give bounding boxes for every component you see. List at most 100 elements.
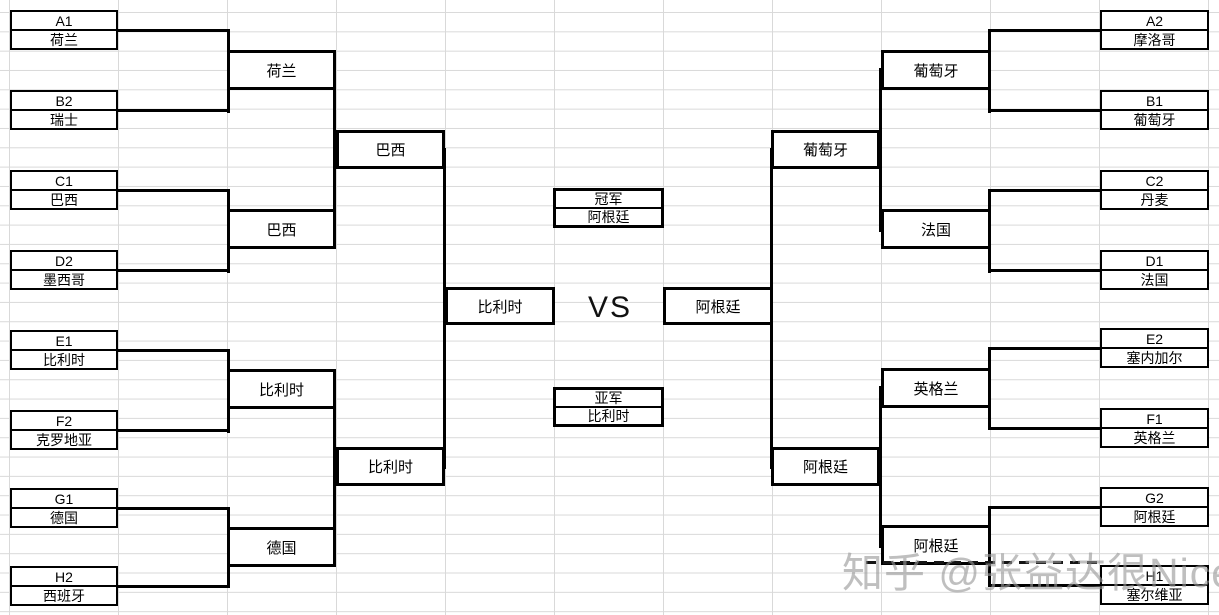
- connector-line: [443, 148, 446, 469]
- qf-right-winner-3-box[interactable]: 英格兰: [881, 368, 991, 408]
- seed-label: F1: [1102, 410, 1207, 429]
- team-name: 丹麦: [1140, 191, 1169, 208]
- team-name: 法国: [920, 221, 951, 239]
- seed-label: E2: [1102, 330, 1207, 349]
- seed-label: D1: [1102, 252, 1207, 271]
- team-name: 巴西: [50, 191, 78, 208]
- r16-right-h1-box[interactable]: H1 塞尔维亚: [1100, 565, 1209, 605]
- team-name: 比利时: [367, 459, 413, 476]
- champion-team: 阿根廷: [587, 209, 630, 225]
- seed-label: H2: [12, 568, 116, 587]
- team-name: 比利时: [477, 298, 523, 316]
- sf-left-winner-2-box[interactable]: 比利时: [336, 447, 445, 486]
- runner-up-label: 亚军: [556, 390, 661, 408]
- connector-line: [988, 427, 1100, 430]
- team-name: 荷兰: [50, 31, 78, 48]
- connector-line: [118, 349, 230, 352]
- watermark-text: 知乎 @张益达很Nice: [842, 550, 1219, 596]
- team-name: 塞尔维亚: [1126, 586, 1183, 603]
- r16-left-a1-box[interactable]: A1 荷兰: [10, 10, 118, 50]
- team-name: 塞内加尔: [1126, 349, 1183, 366]
- connector-line: [118, 429, 230, 432]
- runner-up-box[interactable]: 亚军 比利时: [553, 387, 664, 427]
- qf-right-winner-4-box[interactable]: 阿根廷: [881, 525, 991, 565]
- r16-left-g1-box[interactable]: G1 德国: [10, 488, 118, 528]
- r16-left-c1-box[interactable]: C1 巴西: [10, 170, 118, 210]
- r16-left-d2-box[interactable]: D2 墨西哥: [10, 250, 118, 290]
- connector-line: [988, 29, 1100, 32]
- seed-label: G1: [12, 490, 116, 509]
- connector-line: [988, 189, 1100, 192]
- seed-label: H1: [1102, 567, 1207, 586]
- team-name: 法国: [1140, 271, 1169, 288]
- seed-label: F2: [12, 412, 116, 431]
- qf-left-winner-1-box[interactable]: 荷兰: [227, 50, 336, 90]
- team-name: 英格兰: [913, 380, 959, 398]
- connector-line: [118, 29, 230, 32]
- team-name: 德国: [50, 509, 78, 526]
- team-name: 阿根廷: [695, 298, 741, 316]
- sf-left-winner-1-box[interactable]: 巴西: [336, 130, 445, 169]
- connector-line: [118, 109, 230, 112]
- vs-label: VS: [587, 291, 633, 324]
- qf-left-winner-2-box[interactable]: 巴西: [227, 209, 336, 249]
- team-name: 墨西哥: [43, 271, 85, 288]
- team-name: 英格兰: [1133, 429, 1176, 446]
- runner-up-team: 比利时: [587, 408, 630, 424]
- connector-line: [988, 584, 1100, 587]
- team-name: 葡萄牙: [1133, 111, 1176, 128]
- r16-right-e2-box[interactable]: E2 塞内加尔: [1100, 328, 1209, 368]
- team-name: 比利时: [43, 351, 85, 368]
- r16-left-e1-box[interactable]: E1 比利时: [10, 330, 118, 370]
- connector-line: [333, 387, 336, 550]
- team-name: 比利时: [258, 381, 304, 399]
- qf-right-winner-2-box[interactable]: 法国: [881, 209, 991, 249]
- qf-left-winner-4-box[interactable]: 德国: [227, 527, 336, 567]
- finalist-left-box[interactable]: 比利时: [445, 287, 555, 325]
- seed-label: E1: [12, 332, 116, 351]
- connector-line: [333, 68, 336, 232]
- seed-label: C2: [1102, 172, 1207, 191]
- team-name: 葡萄牙: [802, 142, 848, 159]
- seed-label: A2: [1102, 12, 1207, 31]
- team-name: 巴西: [375, 142, 406, 159]
- r16-right-a2-box[interactable]: A2 摩洛哥: [1100, 10, 1209, 50]
- r16-left-f2-box[interactable]: F2 克罗地亚: [10, 410, 118, 450]
- team-name: 瑞士: [50, 111, 78, 128]
- r16-left-b2-box[interactable]: B2 瑞士: [10, 90, 118, 130]
- connector-line: [118, 507, 230, 510]
- r16-right-b1-box[interactable]: B1 葡萄牙: [1100, 90, 1209, 130]
- r16-right-d1-box[interactable]: D1 法国: [1100, 250, 1209, 290]
- seed-label: D2: [12, 252, 116, 271]
- connector-line: [879, 68, 882, 232]
- connector-line: [879, 386, 882, 548]
- r16-right-g2-box[interactable]: G2 阿根廷: [1100, 487, 1209, 527]
- qf-right-winner-1-box[interactable]: 葡萄牙: [881, 50, 991, 90]
- connector-line: [988, 109, 1100, 112]
- team-name: 德国: [266, 539, 297, 557]
- r16-right-f1-box[interactable]: F1 英格兰: [1100, 408, 1209, 448]
- team-name: 阿根廷: [913, 537, 959, 555]
- sf-right-winner-1-box[interactable]: 葡萄牙: [771, 130, 880, 169]
- team-name: 巴西: [266, 221, 297, 239]
- champion-box[interactable]: 冠军 阿根廷: [553, 188, 664, 228]
- connector-line: [988, 269, 1100, 272]
- connector-line: [988, 506, 1100, 509]
- sf-right-winner-2-box[interactable]: 阿根廷: [771, 447, 880, 486]
- champion-label: 冠军: [556, 191, 661, 209]
- seed-label: C1: [12, 172, 116, 191]
- r16-left-h2-box[interactable]: H2 西班牙: [10, 566, 118, 606]
- team-name: 阿根廷: [1133, 508, 1176, 525]
- qf-left-winner-3-box[interactable]: 比利时: [227, 369, 336, 409]
- dashed-selection-line: [866, 561, 1104, 564]
- seed-label: B2: [12, 92, 116, 111]
- r16-right-c2-box[interactable]: C2 丹麦: [1100, 170, 1209, 210]
- finalist-right-box[interactable]: 阿根廷: [663, 287, 773, 325]
- team-name: 阿根廷: [802, 459, 848, 476]
- team-name: 克罗地亚: [36, 431, 92, 448]
- team-name: 荷兰: [266, 62, 297, 80]
- team-name: 摩洛哥: [1133, 31, 1176, 48]
- seed-label: G2: [1102, 489, 1207, 508]
- connector-line: [118, 585, 230, 588]
